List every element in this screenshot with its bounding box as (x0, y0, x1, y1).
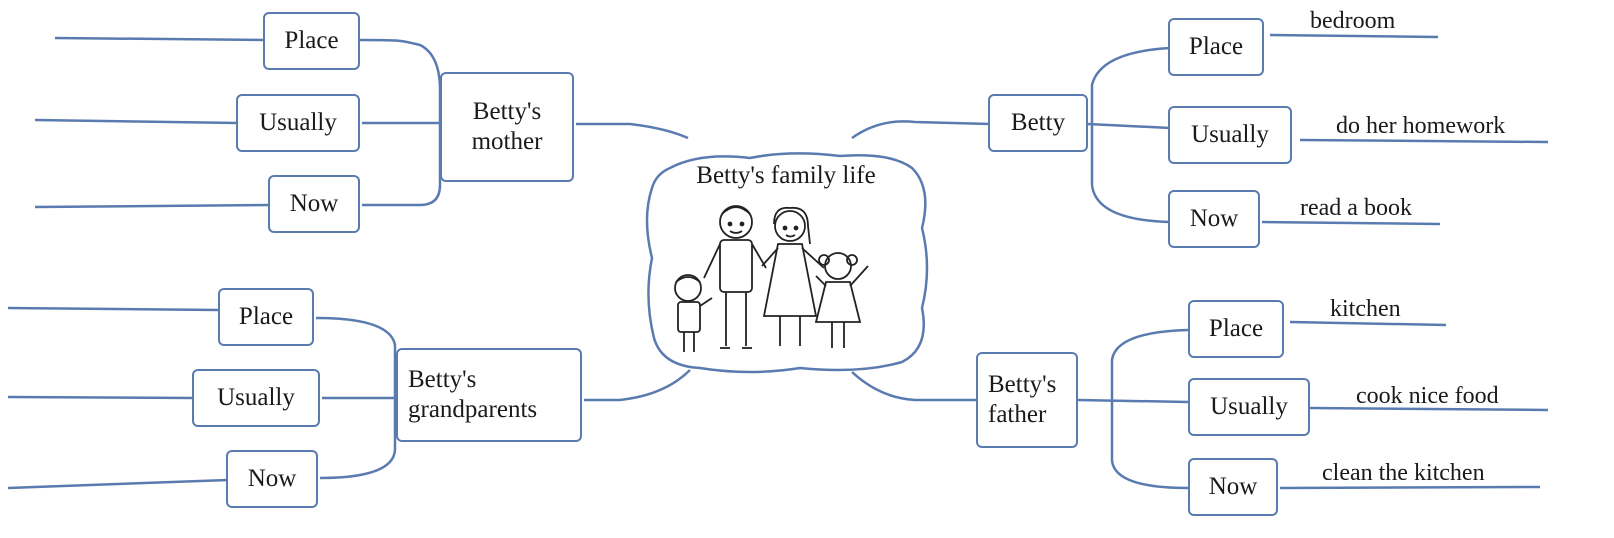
node-bettys-father: Betty's father (976, 352, 1078, 448)
node-usually: Usually (192, 369, 320, 427)
node-now: Now (1188, 458, 1278, 516)
row-label: Now (1209, 472, 1258, 502)
node-bettys-grandparents: Betty's grandparents (396, 348, 582, 442)
answer-text: bedroom (1310, 8, 1395, 35)
row-label: Usually (1191, 120, 1269, 150)
answer-text: kitchen (1330, 296, 1401, 323)
answer-text: do her homework (1336, 113, 1505, 140)
node-now: Now (268, 175, 360, 233)
node-now: Now (226, 450, 318, 508)
row-label: Place (1209, 314, 1263, 344)
node-betty: Betty (988, 94, 1088, 152)
node-usually: Usually (1168, 106, 1292, 164)
answer-text: clean the kitchen (1322, 460, 1485, 487)
node-label: Betty's mother (462, 97, 552, 157)
node-place: Place (1168, 18, 1264, 76)
center-node: Betty's family life (640, 148, 932, 376)
node-usually: Usually (236, 94, 360, 152)
node-place: Place (218, 288, 314, 346)
node-bettys-mother: Betty's mother (440, 72, 574, 182)
node-place: Place (263, 12, 360, 70)
node-usually: Usually (1188, 378, 1310, 436)
node-label: Betty (1011, 108, 1065, 138)
answer-text: read a book (1300, 195, 1412, 222)
node-label: Betty's grandparents (408, 365, 558, 425)
row-label: Now (1190, 204, 1239, 234)
row-label: Place (239, 302, 293, 332)
node-label: Betty's father (988, 370, 1068, 430)
center-title: Betty's family life (640, 162, 932, 190)
row-label: Usually (217, 383, 295, 413)
row-label: Place (284, 26, 338, 56)
node-now: Now (1168, 190, 1260, 248)
row-label: Place (1189, 32, 1243, 62)
row-label: Usually (259, 108, 337, 138)
row-label: Usually (1210, 392, 1288, 422)
answer-text: cook nice food (1356, 383, 1499, 410)
row-label: Now (248, 464, 297, 494)
node-place: Place (1188, 300, 1284, 358)
row-label: Now (290, 189, 339, 219)
